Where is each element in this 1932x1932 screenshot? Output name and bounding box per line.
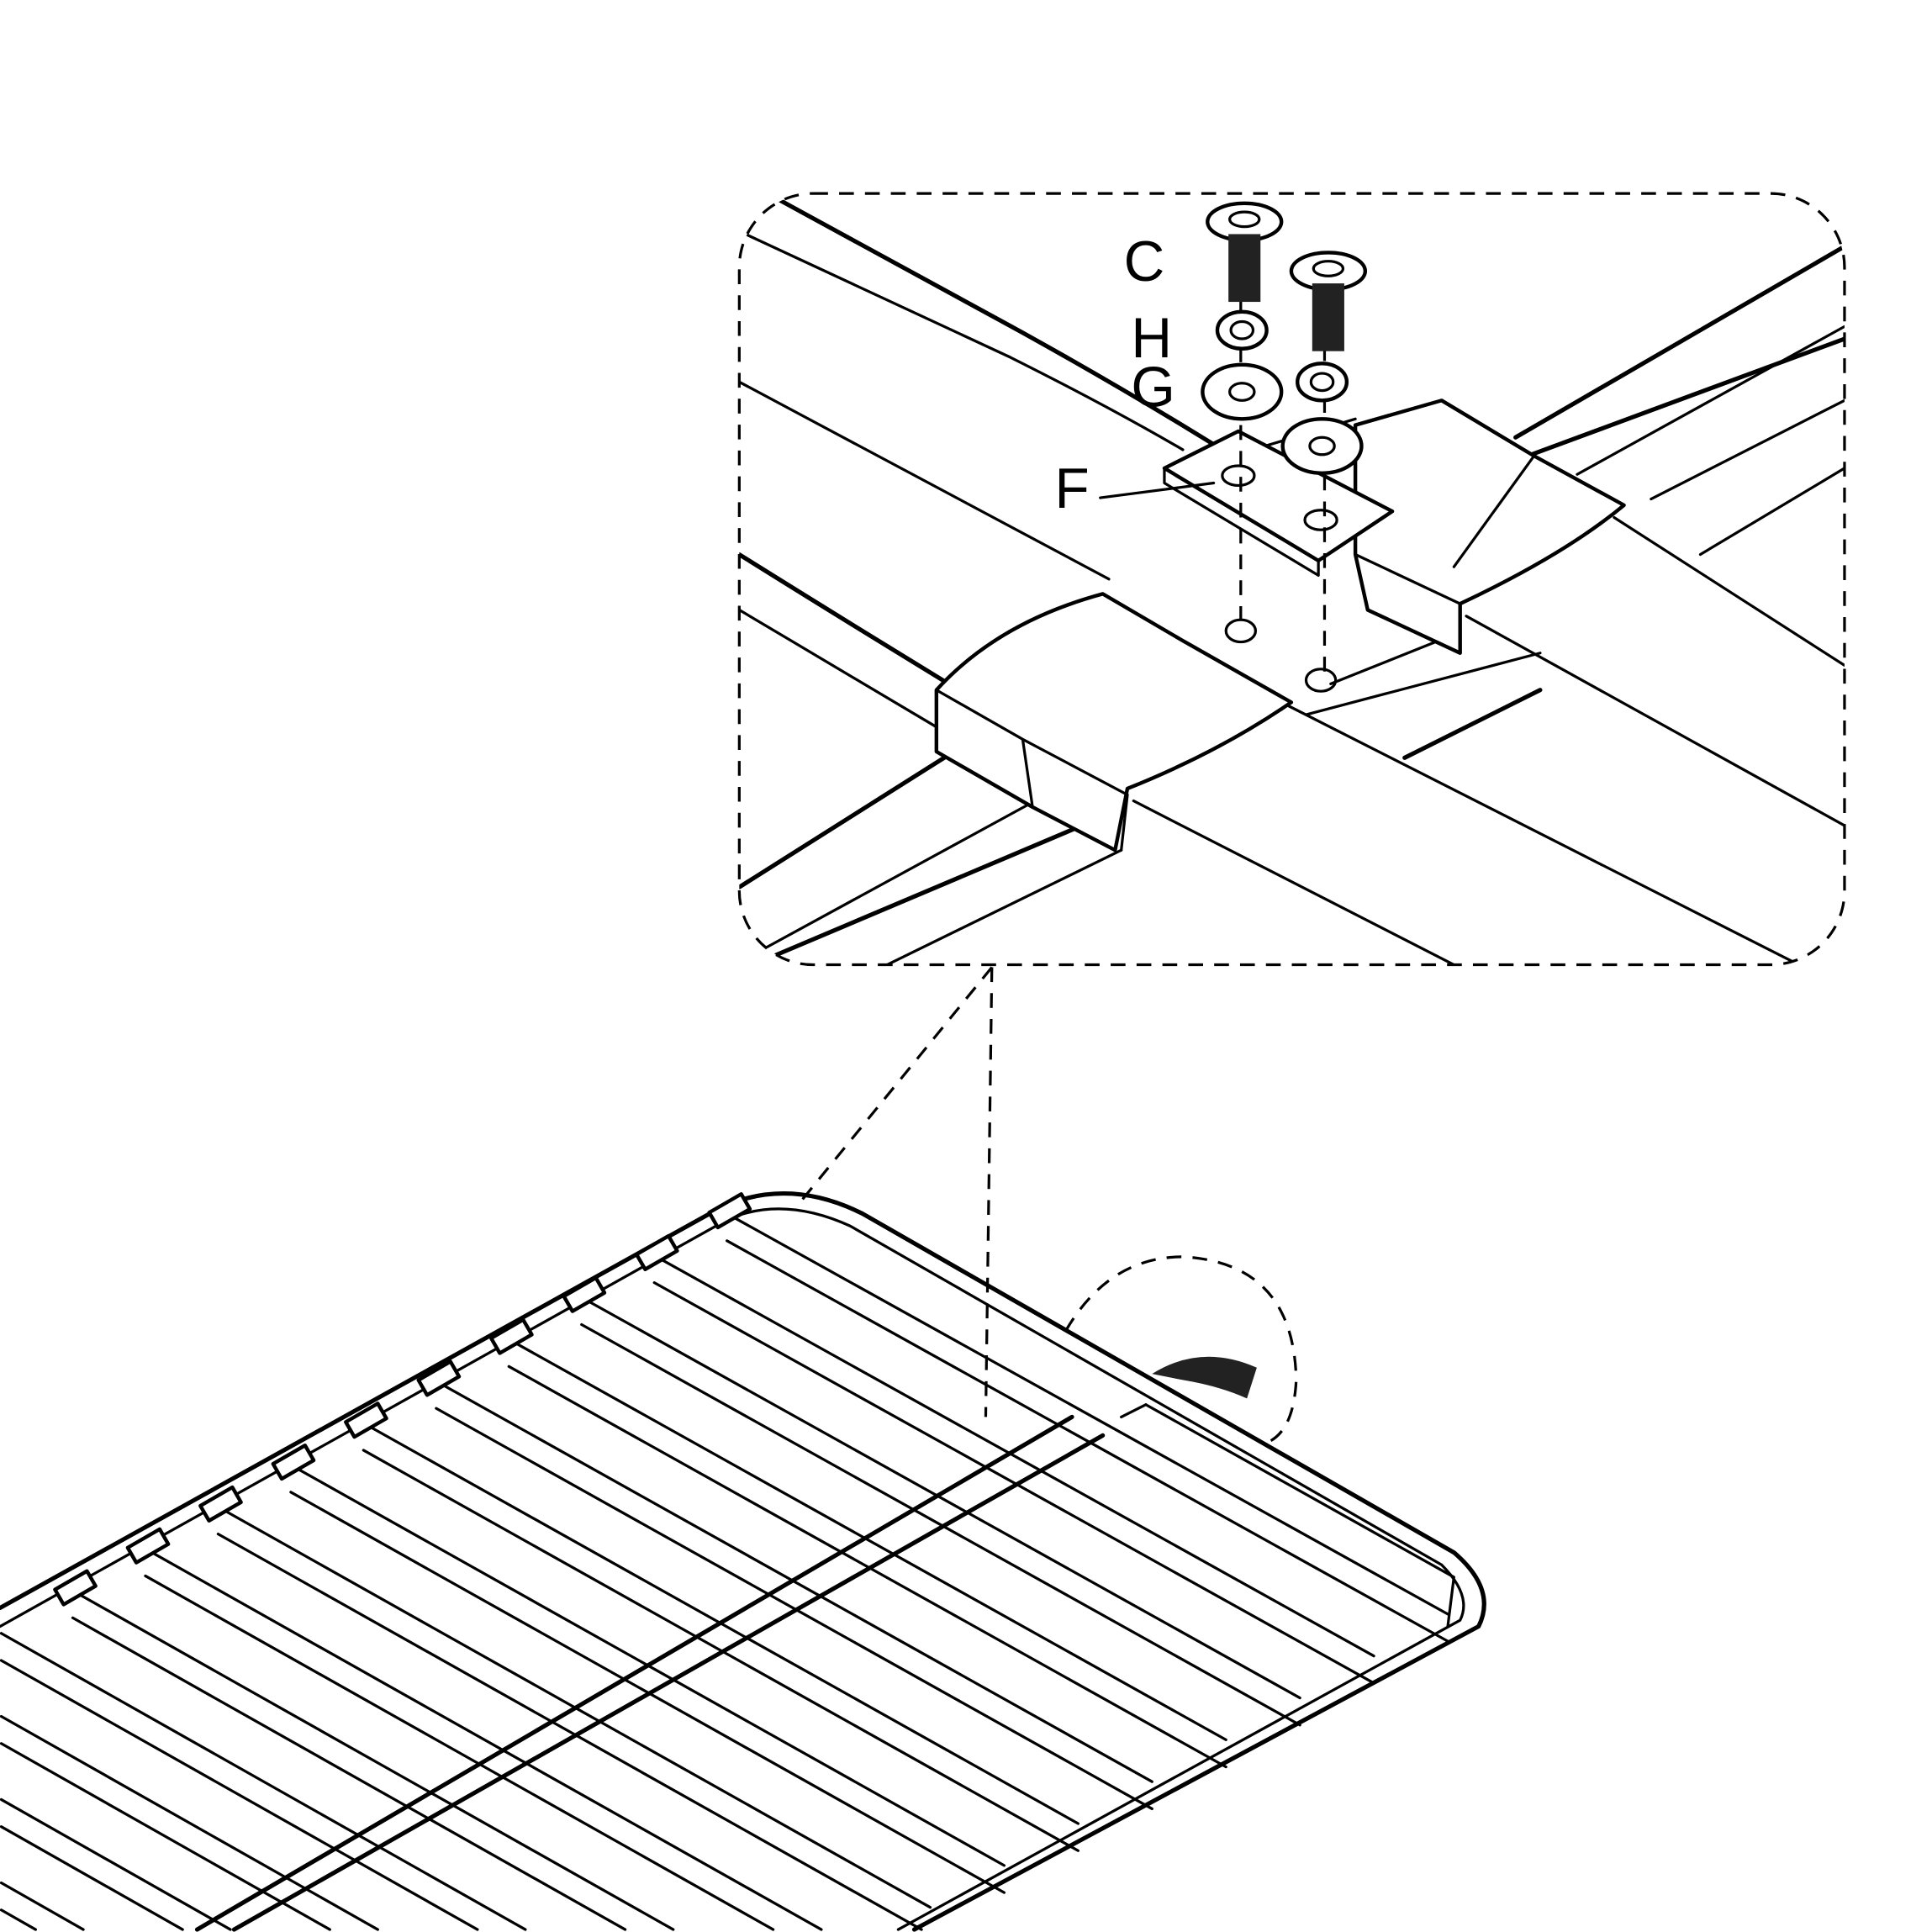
slat-edge [144, 1547, 823, 1931]
slat-edge [0, 1881, 85, 1931]
slat-edge [652, 1254, 1375, 1658]
control-cable [1152, 1356, 1257, 1399]
slat-edge [0, 1825, 184, 1931]
label-G: G [1131, 356, 1175, 420]
slat-edge [0, 1908, 37, 1931]
callout-leaders [800, 966, 994, 1417]
slat-edge [507, 1338, 1227, 1741]
slat-edge [580, 1296, 1301, 1700]
flat-washer-G [1201, 362, 1364, 475]
label-H: H [1131, 307, 1172, 370]
slat-holder [562, 1275, 607, 1313]
center-rail [194, 1414, 1074, 1932]
slat-holder [344, 1401, 388, 1439]
slat-holder [416, 1359, 462, 1397]
slat-holder [707, 1192, 752, 1230]
slat-holder [488, 1317, 534, 1355]
slat-edge [71, 1589, 675, 1931]
slat-holder [125, 1527, 171, 1565]
slat-holder [198, 1485, 243, 1523]
slat-edge [71, 1616, 627, 1931]
label-C: C [1124, 230, 1165, 293]
detail-frame [737, 192, 1846, 967]
slat-holder-upper [1353, 399, 1626, 655]
slat-edge [0, 1742, 331, 1931]
center-rail [231, 1433, 1106, 1932]
detail-circle [1064, 1255, 1298, 1444]
slat-holder-lower [934, 592, 1294, 853]
label-F: F [1055, 457, 1090, 520]
screw-C [1206, 201, 1368, 351]
slat-edge [144, 1574, 775, 1931]
slat-edge [507, 1365, 1227, 1769]
slat-edge [216, 1533, 923, 1931]
slat-edge [726, 1211, 1449, 1616]
slat-holder [634, 1233, 679, 1272]
slat-edge [0, 1632, 527, 1931]
slat-holder [53, 1569, 98, 1607]
slat-edge [652, 1281, 1375, 1685]
leader-F [1099, 481, 1216, 499]
slat-holder [271, 1444, 316, 1481]
detail-rails [739, 197, 1845, 965]
slat-edge [0, 1659, 479, 1931]
slat-edge [726, 1239, 1449, 1643]
connector-plate [1162, 429, 1395, 693]
slat-edge [0, 1714, 379, 1931]
slat-edge [580, 1322, 1301, 1727]
lock-washer-H [1215, 309, 1349, 403]
bed-frame [0, 1191, 1486, 1932]
detail-callout: C H G F [737, 192, 1846, 967]
slat-edge [0, 1797, 232, 1931]
